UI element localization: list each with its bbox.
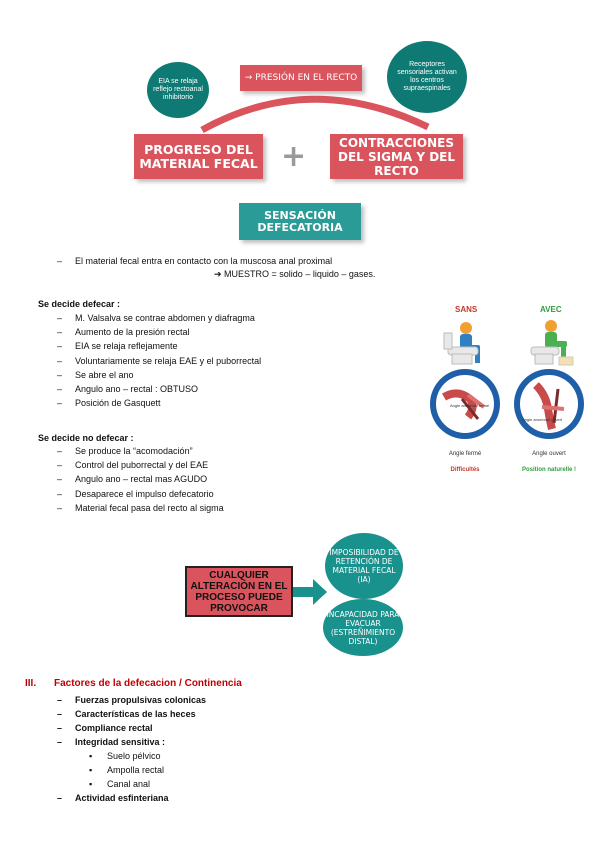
receptores-circle: Receptores sensoriales activan los centr…	[387, 41, 467, 113]
list-item: –EIA se relaja reflejamente	[57, 341, 178, 352]
contracciones-box: CONTRACCIONES DEL SIGMA Y DEL RECTO	[330, 134, 463, 179]
sans-label: SANS	[455, 305, 478, 314]
presion-recto-box: → PRESIÓN EN EL RECTO	[240, 65, 362, 91]
cualquier-alteracion-text: CUALQUIER ALTERACIÓN EN EL PROCESO PUEDE…	[190, 569, 288, 614]
avec-label: AVEC	[540, 305, 562, 314]
factor-subitem: ▪Suelo pélvico	[89, 751, 161, 761]
angle-ferme-inner-text: Angle anorectal fermé	[450, 403, 490, 408]
intro-line-2: ➔ MUESTRO = solido – liquido – gases.	[214, 269, 376, 279]
no-defecar-heading: Se decide no defecar :	[38, 433, 134, 443]
intro-line-1: – El material fecal entra en contacto con…	[57, 256, 332, 267]
eia-relaja-circle: EIA se relaja reflejo rectoanal inhibito…	[147, 62, 209, 118]
arc-connector	[200, 95, 430, 134]
posture-illustration: SANS AVEC Angle anorectal fermé Angle an…	[420, 295, 590, 485]
list-item: –M. Valsalva se contrae abdomen y diafra…	[57, 313, 255, 323]
list-item: –Desaparece el impulso defecatorio	[57, 488, 214, 499]
list-item: –Control del puborrectal y del EAE	[57, 460, 209, 471]
difficultes-caption: Difficultés	[450, 467, 480, 473]
list-item: –Aumento de la presión rectal	[57, 327, 190, 338]
receptores-text: Receptores sensoriales activan los centr…	[397, 61, 457, 92]
angle-closed-anatomy-icon	[430, 369, 500, 439]
list-item: –Se produce la “acomodación”	[57, 446, 193, 456]
progreso-material-box: PROGRESO DEL MATERIAL FECAL	[134, 134, 263, 179]
incapacidad-evacuar-text: INCAPACIDAD PARA EVACUAR (ESTREÑIMIENTO …	[326, 609, 400, 646]
angle-ouvert-caption: Angle ouvert	[532, 451, 566, 457]
defecar-heading: Se decide defecar :	[38, 299, 121, 309]
list-item: –Se abre el ano	[57, 369, 134, 380]
list-item: –Material fecal pasa del recto al sigma	[57, 502, 224, 513]
sensacion-defecatoria-box: SENSACIÓN DEFECATORIA	[239, 203, 361, 240]
presion-recto-text: → PRESIÓN EN EL RECTO	[244, 73, 358, 83]
list-item: –Angulo ano – rectal mas AGUDO	[57, 474, 208, 485]
angle-ouvert-inner-text: Angle anorectal ouvert	[522, 417, 563, 422]
sensacion-defecatoria-text: SENSACIÓN DEFECATORIA	[257, 208, 343, 234]
list-item: –Voluntariamente se relaja EAE y el pubo…	[57, 355, 262, 366]
angle-open-anatomy-icon	[514, 369, 584, 439]
eia-relaja-text: EIA se relaja reflejo rectoanal inhibito…	[153, 78, 203, 101]
defecar-list: –M. Valsalva se contrae abdomen y diafra…	[57, 311, 261, 410]
factor-subitem: ▪Canal anal	[89, 779, 151, 789]
toilet-squatting-icon	[530, 320, 574, 366]
factor-item: –Características de las heces	[57, 709, 196, 719]
dash-marker: –	[57, 256, 63, 266]
factor-item: –Integridad sensitiva :	[57, 737, 166, 747]
section-title: Factores de la defecacion / Continencia	[54, 678, 242, 689]
position-naturelle-caption: Position naturelle !	[521, 467, 576, 473]
list-item: –Angulo ano – rectal : OBTUSO	[57, 384, 199, 395]
toilet-sitting-icon	[443, 322, 480, 365]
factor-item: –Compliance rectal	[57, 723, 153, 733]
intro-text-1: El material fecal entra en contacto con …	[75, 256, 333, 266]
plus-sign: +	[281, 139, 307, 174]
list-item: –Posición de Gasquett	[57, 398, 161, 409]
angle-ferme-caption: Angle fermé	[448, 451, 482, 457]
factors-list: –Fuerzas propulsivas colonicas –Caracter…	[57, 693, 206, 805]
factor-item: –Fuerzas propulsivas colonicas	[57, 695, 207, 705]
incapacidad-evacuar-oval: INCAPACIDAD PARA EVACUAR (ESTREÑIMIENTO …	[323, 599, 403, 656]
contracciones-text: CONTRACCIONES DEL SIGMA Y DEL RECTO	[337, 135, 456, 178]
progreso-material-text: PROGRESO DEL MATERIAL FECAL	[139, 141, 258, 171]
factor-item: –Actividad esfinteriana	[57, 793, 169, 803]
imposibilidad-retencion-oval: IMPOSIBILIDAD DE RETENCIÓN DE MATERIAL F…	[325, 533, 403, 599]
right-arrow-icon	[293, 579, 327, 605]
section-number: III.	[25, 678, 37, 689]
cualquier-alteracion-box: CUALQUIER ALTERACIÓN EN EL PROCESO PUEDE…	[185, 566, 293, 617]
factor-subitem: ▪Ampolla rectal	[89, 765, 165, 775]
no-defecar-list: –Se produce la “acomodación” –Control del…	[57, 444, 224, 515]
imposibilidad-retencion-text: IMPOSIBILIDAD DE RETENCIÓN DE MATERIAL F…	[329, 548, 399, 584]
